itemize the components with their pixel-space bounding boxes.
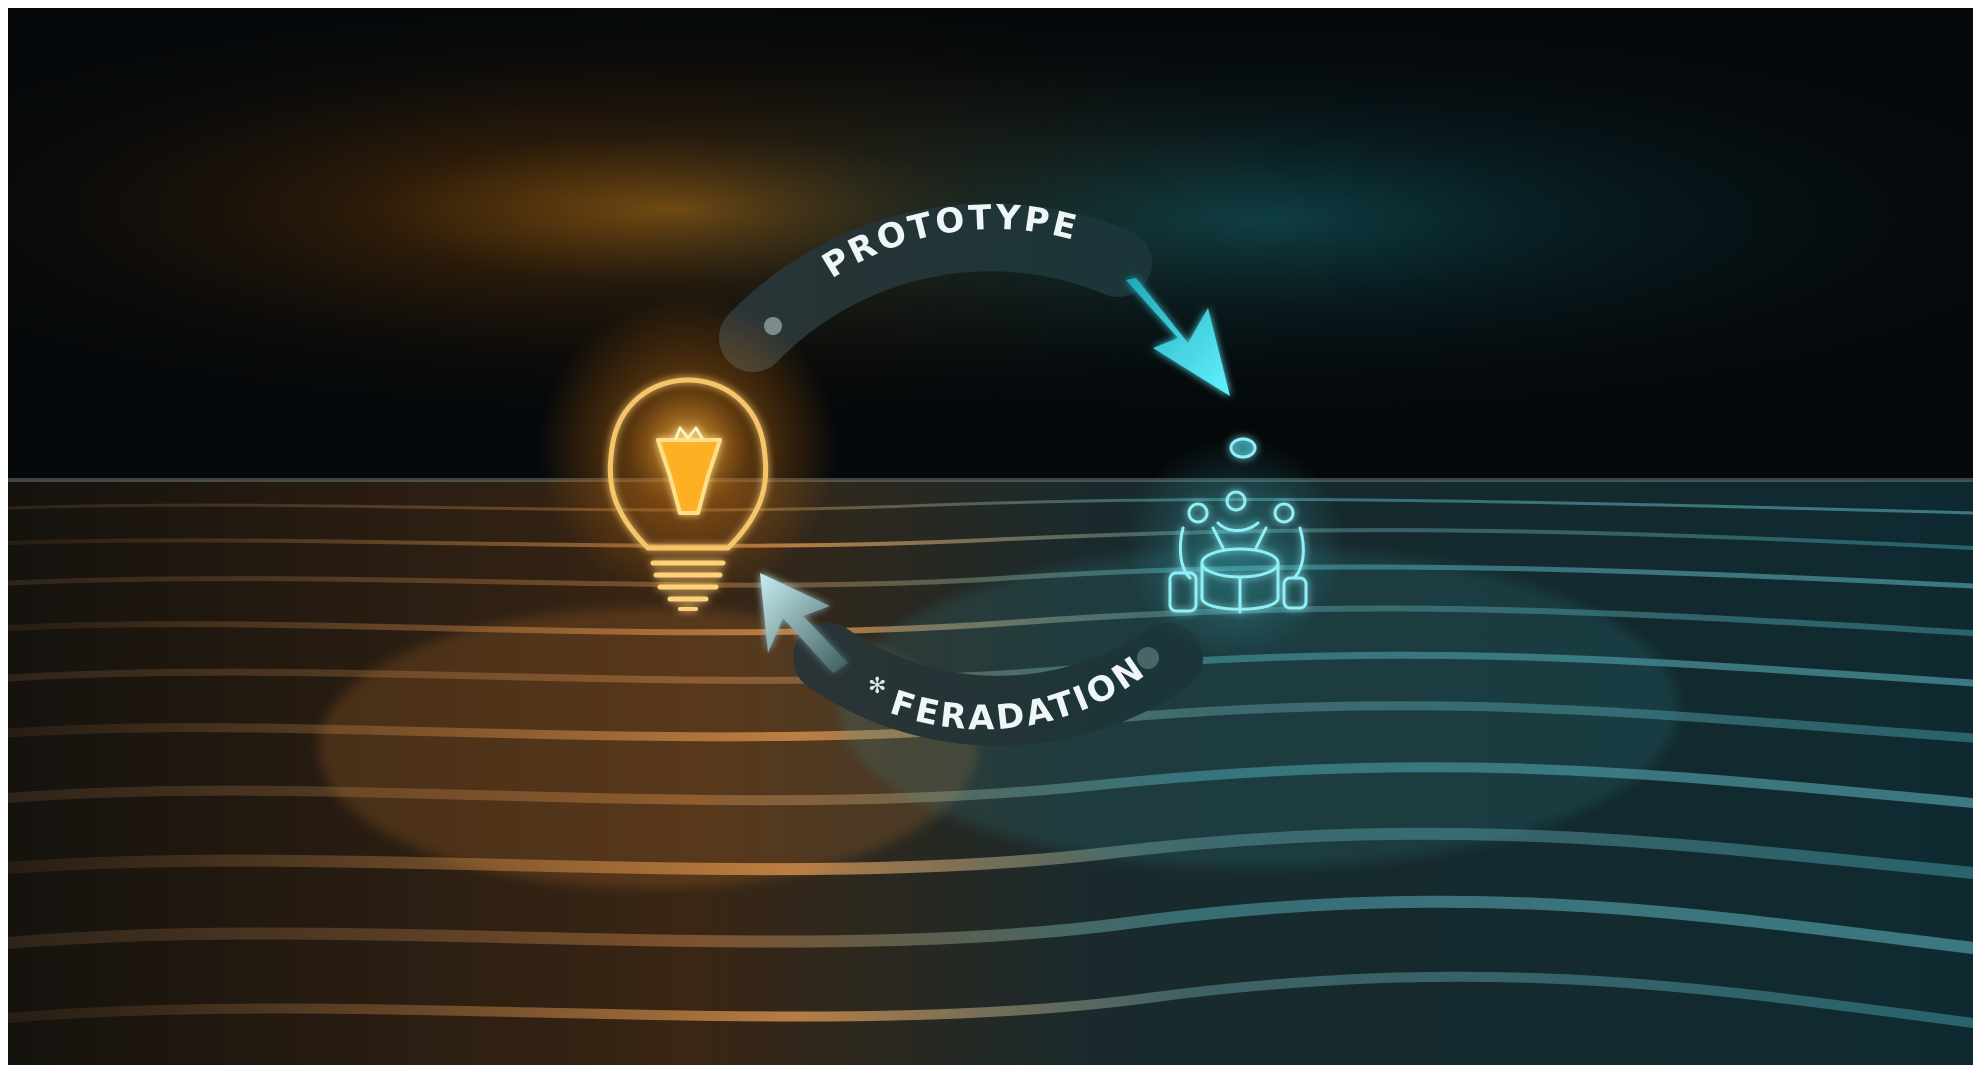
pale-arrow-icon [760,573,848,673]
image-frame: PROTOTYPE ✻ FERADATION [8,8,1973,1065]
small-figure-icon: ✻ [868,674,886,699]
prototype-arc: PROTOTYPE [719,198,1152,372]
lightbulb-icon [538,298,838,611]
people-group-icon [1126,437,1346,658]
cycle-scene: PROTOTYPE ✻ FERADATION [8,8,1973,1065]
cyan-arrow-icon [1126,278,1230,396]
